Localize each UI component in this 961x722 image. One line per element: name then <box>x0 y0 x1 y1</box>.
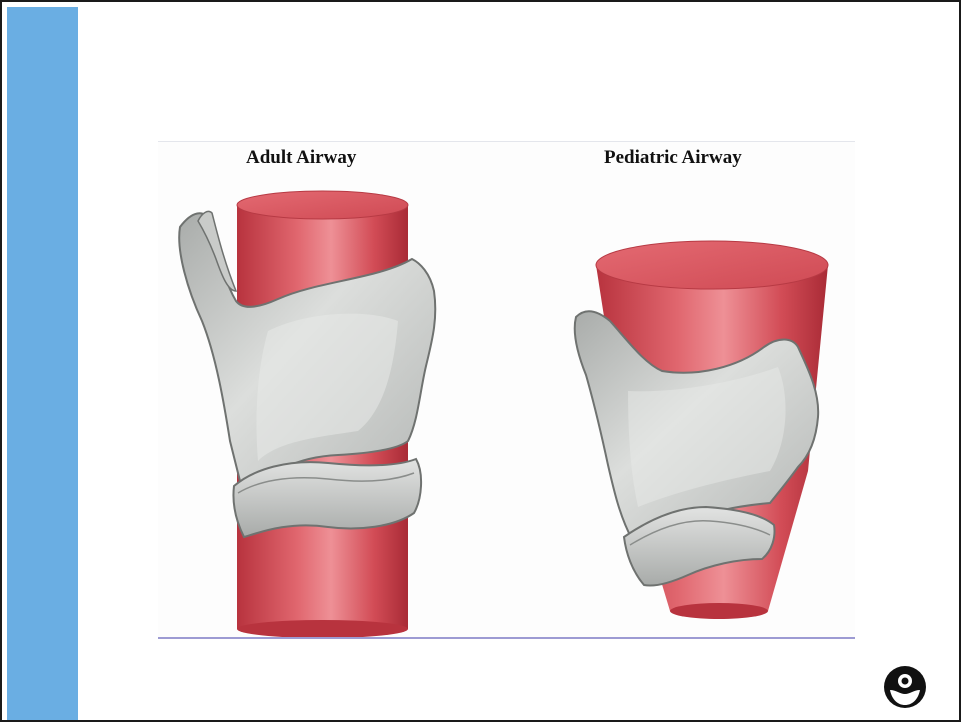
adult-airway-drawing <box>179 191 435 638</box>
organization-logo-icon <box>882 664 928 710</box>
side-accent-bar <box>7 7 78 720</box>
pediatric-airway-drawing <box>575 241 828 619</box>
figure-baseline <box>158 637 855 639</box>
airway-comparison-figure: Adult Airway Pediatric Airway <box>158 141 855 639</box>
airway-illustration <box>158 141 855 639</box>
